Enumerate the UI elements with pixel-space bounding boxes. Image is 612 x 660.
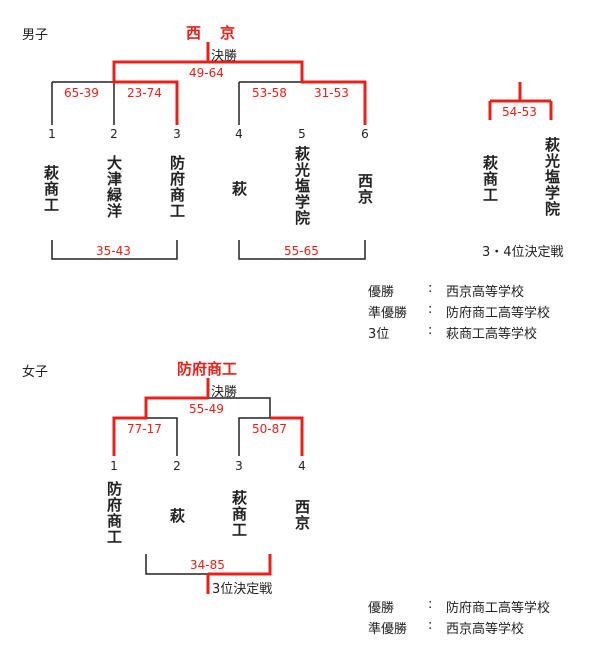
boys-result-school-1: 西京高等学校 [446, 285, 525, 300]
boys-semi-score-4: 31-53 [314, 86, 349, 100]
boys-final-label: 決勝 [211, 49, 238, 64]
girls-red-semi-right [270, 416, 304, 456]
girls-third-place-score: 34-85 [190, 558, 225, 572]
boys-result-rank-2: 準優勝 [368, 306, 408, 321]
boys-third-place-team-1: 萩商工 [481, 155, 499, 203]
boys-team-6: 西京 [356, 173, 374, 205]
girls-team-2: 萩 [168, 508, 186, 524]
girls-seed-1: 1 [110, 459, 118, 473]
girls-third-place-label: 3位決定戦 [212, 582, 273, 597]
girls-result-school-2: 西京高等学校 [446, 622, 525, 637]
boys-final-score: 49-64 [189, 66, 224, 80]
boys-result-rank-3: 3位 [368, 327, 390, 342]
boys-third-place-label: 3・4位決定戦 [482, 245, 564, 260]
boys-seed-2: 2 [110, 127, 118, 141]
boys-team-3: 防府商工 [168, 155, 186, 219]
boys-bottom-left [51, 240, 178, 260]
boys-third-place-score: 54-53 [502, 105, 537, 119]
boys-team-4: 萩 [230, 181, 248, 197]
boys-seed-5: 5 [298, 127, 306, 141]
girls-red-final-left [112, 396, 208, 456]
girls-red-third [206, 554, 272, 594]
girls-result-rank-2: 準優勝 [368, 622, 408, 637]
girls-semi-score-2: 50-87 [252, 422, 287, 436]
boys-red-final-right [208, 60, 367, 125]
boys-seed-3: 3 [173, 127, 181, 141]
boys-seed-4: 4 [235, 127, 243, 141]
girls-seed-2: 2 [173, 459, 181, 473]
boys-red-third-place [488, 82, 553, 120]
girls-final-label: 決勝 [211, 385, 238, 400]
boys-red-final-left [112, 60, 208, 125]
boys-result-school-2: 防府商工高等学校 [446, 306, 551, 321]
boys-result-rank-1: 優勝 [368, 285, 395, 300]
girls-result-rank-1: 優勝 [368, 601, 395, 616]
girls-team-4: 西京 [293, 499, 311, 531]
boys-team-2: 大津緑洋 [105, 155, 123, 219]
boys-semi-score-1: 65-39 [64, 86, 99, 100]
boys-third-place-team-2: 萩光塩学院 [543, 137, 561, 217]
girls-team-3: 萩商工 [230, 490, 248, 538]
boys-result-school-3: 萩商工高等学校 [446, 327, 538, 342]
boys-champion-name: 西 京 [186, 24, 238, 42]
girls-line-team2 [146, 417, 178, 456]
boys-seed-6: 6 [361, 127, 369, 141]
boys-semi-score-2: 23-74 [127, 86, 162, 100]
girls-result-school-1: 防府商工高等学校 [446, 601, 551, 616]
girls-section-label: 女子 [22, 365, 49, 380]
boys-seed-1: 1 [48, 127, 56, 141]
boys-bottom-score-1: 35-43 [96, 244, 131, 258]
boys-team-5: 萩光塩学院 [293, 146, 311, 226]
boys-bottom-score-2: 55-65 [284, 244, 319, 258]
girls-seed-4: 4 [298, 459, 306, 473]
boys-result-colon-1: : [428, 281, 433, 296]
girls-team-1: 防府商工 [105, 481, 123, 545]
girls-result-colon-2: : [428, 618, 433, 633]
boys-semi-score-3: 53-58 [252, 86, 287, 100]
girls-champion-name: 防府商工 [177, 360, 238, 378]
boys-bottom-right [238, 240, 366, 260]
girls-bottom-left [145, 554, 208, 575]
boys-team-1: 萩商工 [42, 165, 60, 213]
boys-result-colon-3: : [428, 323, 433, 338]
girls-seed-3: 3 [235, 459, 243, 473]
girls-final-score: 55-49 [189, 402, 224, 416]
girls-result-colon-1: : [428, 597, 433, 612]
boys-result-colon-2: : [428, 302, 433, 317]
boys-section-label: 男子 [22, 28, 49, 43]
boys-line-team4 [238, 81, 303, 125]
girls-semi-score-1: 77-17 [127, 422, 162, 436]
